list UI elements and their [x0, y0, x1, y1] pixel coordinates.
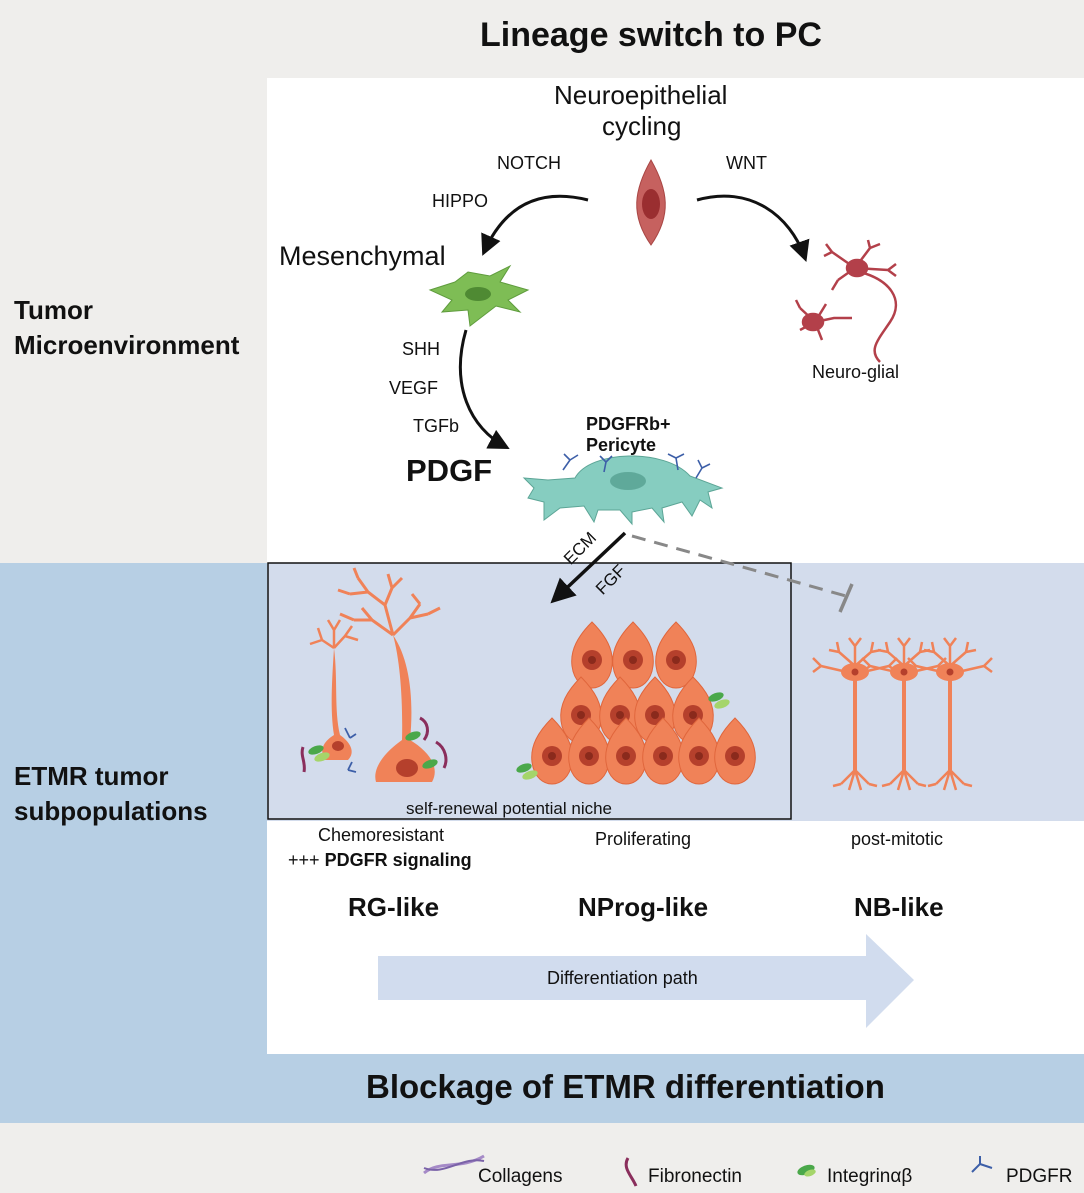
etmr-label-line1: ETMR tumor	[14, 761, 169, 791]
tme-label-line1: Tumor	[14, 295, 93, 325]
wnt-label: WNT	[726, 153, 767, 173]
inhibition-bar	[838, 583, 854, 613]
arrow-to-neuroglial	[696, 194, 810, 262]
arrow-to-mesenchymal	[481, 194, 589, 256]
pericyte-label-line2: Pericyte	[586, 435, 657, 455]
vegf-label: VEGF	[389, 378, 439, 398]
niche-label: self-renewal potential niche	[406, 799, 613, 818]
mesenchymal-label: Mesenchymal	[279, 241, 446, 271]
subpopulation-panel	[267, 821, 1084, 1054]
legend-pdgfr: PDGFR	[1006, 1166, 1073, 1187]
nb-like-label: NB-like	[854, 892, 944, 922]
shh-label: SHH	[402, 339, 441, 359]
arrow-ecm-fgf	[550, 531, 627, 604]
fibronectin-icon	[624, 1157, 638, 1187]
pericyte-label-line1: PDGFRb+	[586, 414, 671, 434]
neuroepithelial-cell	[636, 158, 666, 246]
rg-state-label: Chemoresistant	[318, 825, 445, 845]
top-title: Lineage switch to PC	[480, 16, 822, 54]
nprog-state-label: Proliferating	[595, 829, 692, 849]
nprog-like-label: NProg-like	[578, 892, 709, 922]
tgfb-label: TGFb	[413, 416, 460, 436]
neuroepithelial-label-line2: cycling	[602, 111, 682, 141]
differentiation-path-label: Differentiation path	[547, 968, 698, 988]
etmr-label-line2: subpopulations	[14, 796, 208, 826]
rg-like-label: RG-like	[348, 892, 440, 922]
rg-like-cells	[300, 567, 448, 782]
background-legend-band	[0, 1123, 1084, 1193]
rg-extra-text: PDGFR signaling	[324, 850, 472, 870]
neuroepithelial-label-line1: Neuroepithelial	[554, 80, 728, 110]
rg-extra-label: +++ PDGFR signaling	[288, 850, 472, 871]
collagen-icon	[423, 1154, 485, 1175]
neuroglial-label: Neuro-glial	[812, 362, 900, 382]
arrow-to-pericyte	[458, 329, 510, 449]
self-renewal-niche-box	[267, 562, 792, 820]
legend-collagens: Collagens	[478, 1166, 563, 1187]
pericyte-cell	[522, 453, 724, 526]
bottom-title: Blockage of ETMR differentiation	[366, 1068, 885, 1105]
pdgfr-icon	[971, 1156, 993, 1173]
integrin-icon	[797, 1164, 816, 1177]
mesenchymal-cell	[428, 264, 530, 327]
neuroglial-cells	[794, 239, 898, 363]
inhibition-dashed-line	[631, 534, 847, 598]
legend-fibronectin: Fibronectin	[648, 1166, 742, 1187]
pdgf-label: PDGF	[406, 453, 493, 488]
rg-extra-prefix: +++	[288, 850, 320, 870]
differentiation-arrow	[378, 934, 914, 1028]
notch-label: NOTCH	[497, 153, 561, 173]
legend-integrin: Integrinαβ	[827, 1166, 913, 1187]
hippo-label: HIPPO	[432, 191, 489, 211]
nprog-like-cells	[516, 621, 756, 785]
tme-label-line2: Microenvironment	[14, 330, 240, 360]
nb-state-label: post-mitotic	[851, 829, 944, 849]
